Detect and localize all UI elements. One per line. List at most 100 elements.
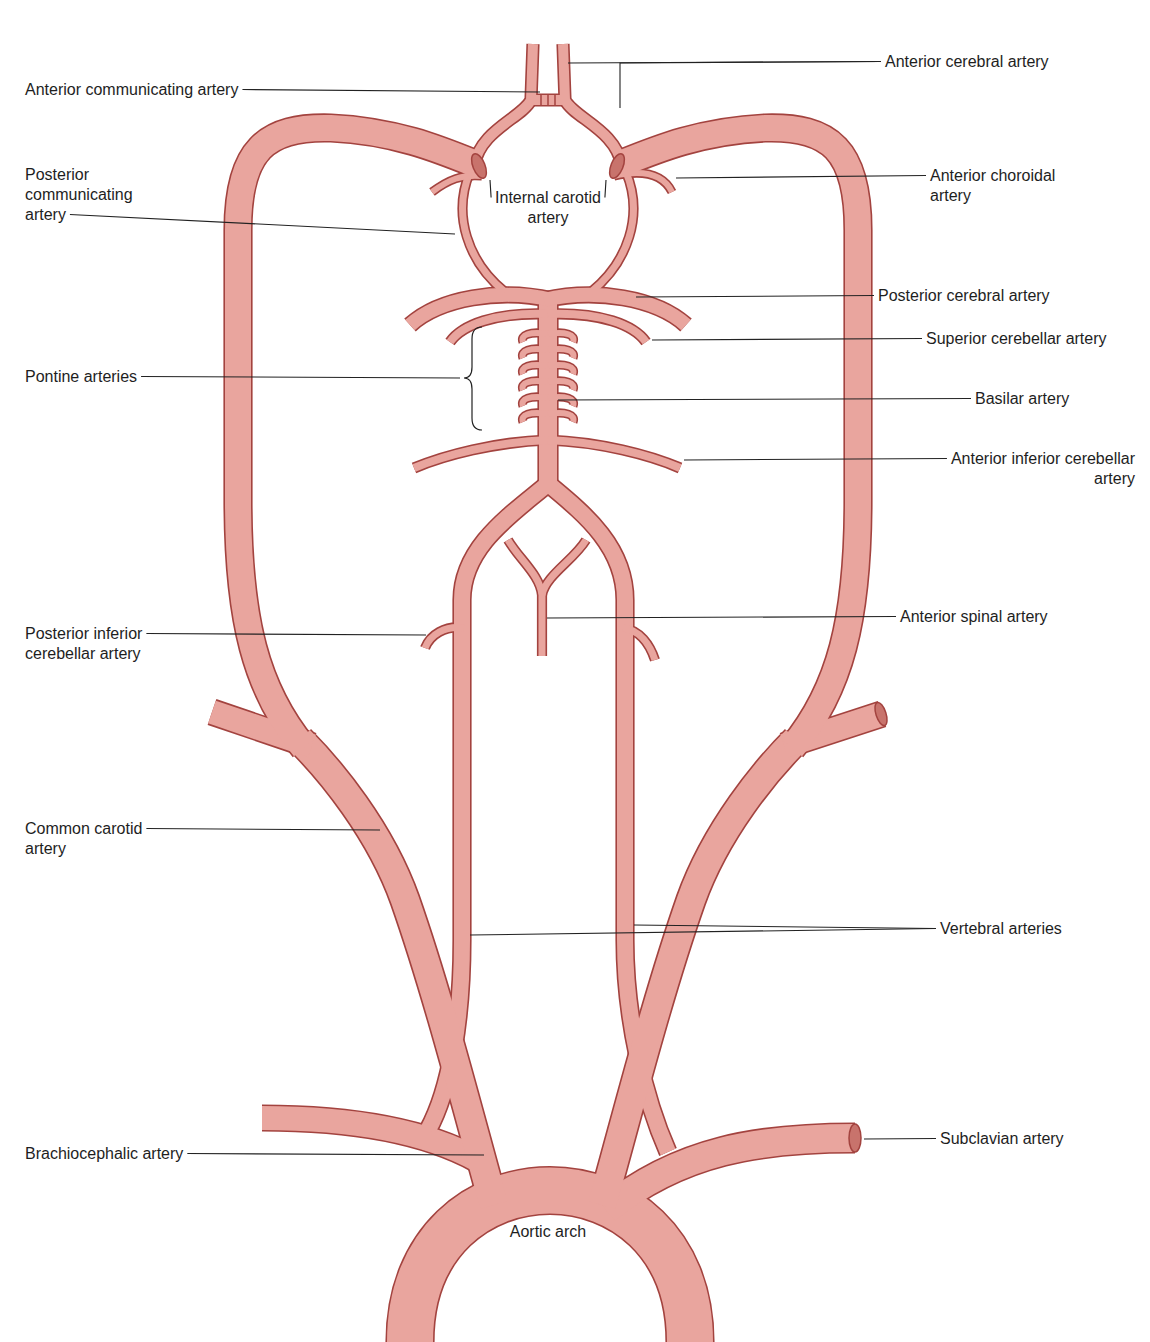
- pontine-branch: [548, 333, 574, 342]
- pontine-branch: [548, 365, 574, 374]
- leader-line: [620, 62, 881, 109]
- label-box: Posterior inferior cerebellar artery: [25, 624, 195, 664]
- artery-label: Brachiocephalic artery: [25, 1145, 183, 1162]
- sca-left: [450, 314, 548, 342]
- artery-label: Pontine arteries: [25, 368, 137, 385]
- leader-line: [141, 377, 460, 379]
- anterior-spinal: [508, 540, 542, 656]
- cut-end: [873, 701, 890, 727]
- leader-line: [558, 399, 971, 401]
- anterior-choroidal-left: [432, 176, 482, 192]
- pica-right: [623, 628, 655, 660]
- vessel-edge: [548, 314, 646, 342]
- right-internal-carotid: [618, 128, 858, 748]
- acomm-detail: [541, 94, 555, 106]
- label-box: Basilar artery: [975, 389, 1069, 409]
- pontine-branch: [522, 349, 548, 358]
- pontine-brace: [464, 327, 482, 430]
- aca-left: [474, 44, 533, 166]
- pica-left: [425, 627, 464, 648]
- leader-line: [547, 617, 896, 619]
- leader-line: [684, 459, 947, 461]
- label-box: Common carotid artery: [25, 819, 185, 859]
- anterior-choroidal-right: [614, 173, 672, 192]
- artery-label: Anterior inferior cerebellar artery: [951, 450, 1135, 487]
- cut-end: [607, 152, 628, 181]
- leader-line: [70, 215, 455, 235]
- leader-line: [146, 634, 426, 636]
- vessel-outline: [212, 44, 882, 1342]
- label-box: Anterior spinal artery: [900, 607, 1048, 627]
- vessel-edge: [414, 440, 548, 468]
- vessel-edge: [450, 314, 548, 342]
- artery-label: Posterior inferior cerebellar artery: [25, 625, 142, 662]
- pontine-branch: [548, 397, 574, 406]
- artery-label: Anterior spinal artery: [900, 608, 1048, 625]
- aica-right: [548, 440, 680, 468]
- vessel-edge: [548, 440, 680, 468]
- leader-line: [652, 339, 922, 341]
- vessel-fill: [212, 44, 882, 1342]
- artery-label: Posterior communicating artery: [25, 166, 133, 223]
- pontine-branch: [522, 397, 548, 406]
- vessel-edge: [542, 540, 586, 595]
- leader-line: [676, 176, 926, 179]
- label-box: Anterior choroidal artery: [930, 166, 1080, 206]
- vessel-edge: [238, 128, 478, 748]
- vessel-edge: [410, 1191, 690, 1342]
- label-box: Anterior cerebral artery: [885, 52, 1049, 72]
- pontine-branch: [522, 381, 548, 390]
- label-box: Posterior cerebral artery: [878, 286, 1050, 306]
- left-internal-carotid: [238, 128, 478, 748]
- label-box: Anterior communicating artery: [25, 80, 238, 100]
- artery-label: Internal carotid artery: [495, 189, 601, 226]
- anterior-spinal: [542, 540, 586, 595]
- leader-line: [242, 90, 540, 93]
- vessel-edge: [537, 296, 558, 492]
- leader-line: [490, 180, 491, 198]
- artery-label: Posterior cerebral artery: [878, 287, 1050, 304]
- vessel-edge: [508, 540, 542, 656]
- aica-left: [414, 440, 548, 468]
- artery-label: Anterior communicating artery: [25, 81, 238, 98]
- label-box: Posterior communicating artery: [25, 165, 175, 225]
- vessel-edge: [606, 1138, 855, 1210]
- leader-line: [864, 1138, 936, 1140]
- label-box: Subclavian artery: [940, 1129, 1064, 1149]
- leader-line: [187, 1154, 484, 1156]
- leader-line: [146, 829, 380, 831]
- right-subclavian: [606, 1138, 855, 1210]
- artery-label: Basilar artery: [975, 390, 1069, 407]
- label-box: Pontine arteries: [25, 367, 137, 387]
- pontine-branch: [522, 365, 548, 374]
- sca-right: [548, 314, 646, 342]
- aortic-arch: [410, 1191, 690, 1342]
- artery-label: Superior cerebellar artery: [926, 330, 1107, 347]
- artery-label: Anterior choroidal artery: [930, 167, 1055, 204]
- cut-ends: [469, 152, 890, 1152]
- pontine-branch: [522, 333, 548, 342]
- left-common-carotid: [300, 740, 494, 1205]
- vessel-edge: [474, 44, 533, 166]
- vessel-edge: [614, 173, 672, 192]
- cut-end: [469, 152, 490, 181]
- label-box: Anterior inferior cerebellar artery: [945, 449, 1135, 489]
- pontine-branch: [548, 349, 574, 358]
- artery-label: Anterior cerebral artery: [885, 53, 1049, 70]
- artery-label: Subclavian artery: [940, 1130, 1064, 1147]
- leader-group: [70, 62, 971, 1156]
- vessel-edge: [530, 93, 566, 106]
- label-box: Superior cerebellar artery: [926, 329, 1121, 349]
- leader-line: [568, 62, 881, 64]
- pontine-branch: [522, 413, 548, 422]
- acomm: [530, 95, 566, 105]
- cut-end: [849, 1124, 861, 1152]
- vessel-edge: [432, 176, 482, 192]
- pontine-branch: [548, 381, 574, 390]
- leader-line: [636, 296, 874, 298]
- artery-label: Common carotid artery: [25, 820, 142, 857]
- artery-label: Vertebral arteries: [940, 920, 1062, 937]
- pontine-branch: [548, 413, 574, 422]
- right-common-carotid: [602, 740, 796, 1205]
